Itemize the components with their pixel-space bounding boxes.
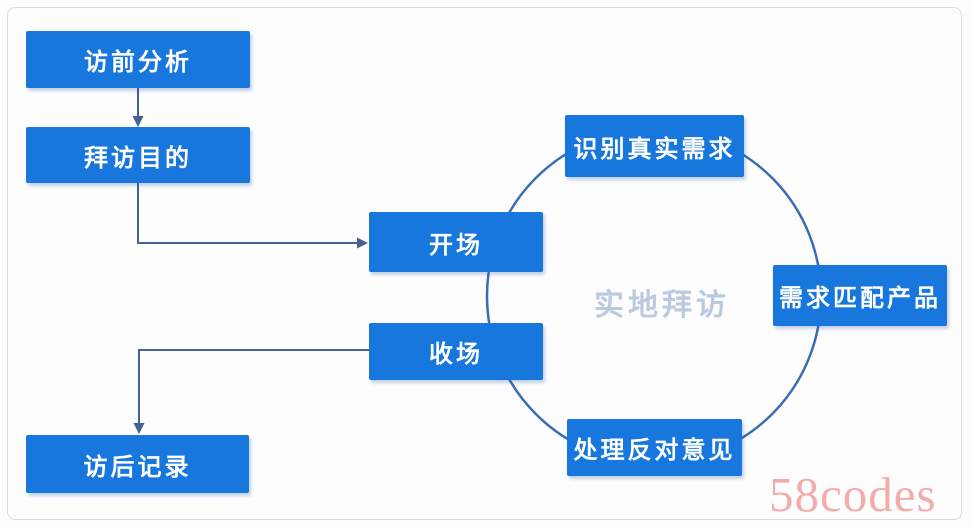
edge-purpose-to-opening xyxy=(137,183,357,244)
watermark-text: 58codes xyxy=(769,467,937,522)
arrowhead-down-1 xyxy=(132,116,144,127)
node-identify-real-needs: 识别真实需求 xyxy=(565,115,744,177)
node-label: 处理反对意见 xyxy=(573,437,736,464)
node-opening: 开场 xyxy=(369,212,543,272)
node-handle-objections: 处理反对意见 xyxy=(567,419,742,476)
cycle-circle xyxy=(485,127,823,465)
node-closing: 收场 xyxy=(369,323,543,380)
node-label: 拜访目的 xyxy=(84,144,192,172)
node-match-needs-to-products: 需求匹配产品 xyxy=(773,265,947,326)
node-post-visit-record: 访后记录 xyxy=(26,435,249,493)
arrowhead-right xyxy=(357,237,368,249)
node-label: 开场 xyxy=(429,231,483,259)
edge-closing-to-record xyxy=(138,349,369,424)
node-label: 收场 xyxy=(429,341,483,368)
node-label: 识别真实需求 xyxy=(573,135,736,163)
cycle-center-label: 实地拜访 xyxy=(594,289,730,322)
node-label: 需求匹配产品 xyxy=(779,285,941,312)
node-label: 访前分析 xyxy=(84,49,192,76)
arrowhead-down-2 xyxy=(133,423,145,434)
node-pre-visit-analysis: 访前分析 xyxy=(26,31,250,88)
node-label: 访后记录 xyxy=(83,453,192,481)
node-visit-purpose: 拜访目的 xyxy=(26,127,250,183)
